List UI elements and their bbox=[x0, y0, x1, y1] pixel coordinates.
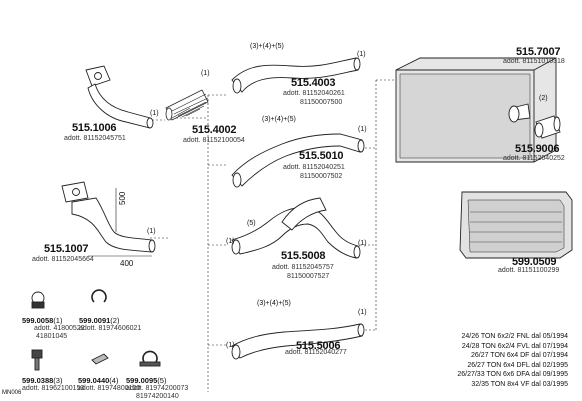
part-code-515-9006: 515.9006 bbox=[515, 143, 560, 155]
part-code-515-1006: 515.1006 bbox=[72, 122, 117, 134]
part-code-515-5008: 515.5008 bbox=[281, 250, 326, 262]
fitment-item: 26/27 TON 6x4 DF dal 07/1994 bbox=[470, 352, 568, 359]
fitment-list: 24/26 TON 6x2/2 FNL dal 05/1994 24/28 TO… bbox=[368, 332, 568, 389]
part-ref-515-5006: adott. 81152040277 bbox=[285, 349, 347, 356]
flex-hose-515-4002 bbox=[165, 89, 209, 121]
qty-label: (3)+(4)+(5) bbox=[250, 43, 284, 50]
qty-label: (1) bbox=[150, 110, 159, 117]
qty-label: (3)+(4)+(5) bbox=[262, 116, 296, 123]
qty-label: (2) bbox=[539, 95, 548, 102]
part-code-515-5010: 515.5010 bbox=[299, 150, 344, 162]
small-part-599-0388: 599.0388(3) adott. 81962100153 bbox=[22, 376, 85, 392]
part-code-515-5006: 515.5006 bbox=[296, 340, 341, 352]
small-part-599-0440: 599.0440(4) adott. 81974800100 bbox=[78, 376, 141, 392]
small-part-icons bbox=[31, 289, 161, 371]
small-part-599-0058: 599.0058(1) adott. 41800522 41801045 bbox=[22, 316, 85, 340]
part-ref-515-7007: adott. 81151010318 bbox=[503, 58, 565, 65]
part-ref-515-5008: adott. 81152045757 bbox=[272, 264, 334, 271]
part-ref-599-0509: adott. 81151100299 bbox=[498, 267, 560, 274]
bolt-icon bbox=[31, 349, 43, 359]
fitment-item: 24/26 TON 6x2/2 FNL dal 05/1994 bbox=[461, 333, 569, 340]
dimension-vertical: 500 bbox=[118, 191, 127, 205]
qty-label: (1) bbox=[226, 342, 235, 349]
qty-label: (3)+(4)+(5) bbox=[257, 300, 291, 307]
u-clamp-icon bbox=[142, 350, 158, 363]
fitment-item: 24/28 TON 6x2/4 FVL dal 07/1994 bbox=[461, 342, 568, 350]
qty-label: (1) bbox=[358, 309, 367, 316]
part-code-515-4003: 515.4003 bbox=[291, 77, 336, 89]
part-ref-515-5010-alt: 81150007502 bbox=[300, 173, 343, 180]
ring-clamp-icon bbox=[91, 289, 107, 303]
part-code-515-4002: 515.4002 bbox=[192, 124, 237, 136]
pipe-515-4003 bbox=[231, 57, 361, 94]
pipe-515-5008 bbox=[231, 197, 361, 259]
reference-code: MN006 bbox=[2, 390, 22, 396]
qty-label: (1) bbox=[226, 238, 235, 245]
qty-label: (1) bbox=[358, 126, 367, 133]
part-ref-515-4003: adott. 81152040261 bbox=[283, 90, 345, 97]
small-part-599-0091: 599.0091(2) adott. 81974606021 bbox=[79, 316, 142, 332]
fitment-item: 32/35 TON 8x4 VF dal 03/1995 bbox=[471, 380, 568, 388]
dimension-horizontal: 400 bbox=[120, 259, 134, 268]
heat-shield-599-0509 bbox=[459, 191, 573, 259]
part-ref-515-9006: adott. 81152040252 bbox=[503, 155, 565, 162]
assembly-lines bbox=[140, 79, 396, 392]
part-ref-515-1006: adott. 81152045751 bbox=[64, 135, 126, 142]
pipe-515-5010 bbox=[231, 133, 365, 188]
qty-label: (1) bbox=[358, 240, 367, 247]
part-ref-515-5008-alt: 81150007527 bbox=[287, 273, 330, 280]
fitment-item: 26/27/33 TON 6x6 DFA dal 09/1995 bbox=[457, 371, 568, 378]
part-code-515-7007: 515.7007 bbox=[516, 46, 561, 58]
part-ref-515-1007: adott. 81152045664 bbox=[32, 256, 94, 263]
part-ref-515-5010: adott. 81152040251 bbox=[283, 164, 345, 171]
part-ref-515-4003-alt: 81150007500 bbox=[300, 99, 343, 106]
part-code-515-1007: 515.1007 bbox=[44, 243, 89, 255]
pipe-515-1007 bbox=[61, 181, 156, 257]
qty-label: (1) bbox=[201, 70, 210, 77]
bracket-icon bbox=[91, 353, 109, 365]
qty-label: (1) bbox=[147, 228, 156, 235]
part-ref-515-4002: adott. 81152100054 bbox=[183, 137, 245, 144]
pipe-515-1006 bbox=[85, 65, 154, 129]
part-code-599-0509: 599.0509 bbox=[512, 256, 557, 268]
silencer-515-7007 bbox=[395, 57, 557, 163]
qty-label: (5) bbox=[247, 220, 256, 227]
fitment-item: 26/27 TON 6x4 DFL dal 02/1995 bbox=[467, 361, 568, 369]
sleeve-515-9006 bbox=[534, 115, 561, 139]
pipe-515-5006 bbox=[231, 323, 365, 360]
small-part-599-0095: 599.0095(5) adott. 81974200073 819742001… bbox=[126, 376, 189, 400]
qty-label: (1) bbox=[357, 51, 366, 58]
